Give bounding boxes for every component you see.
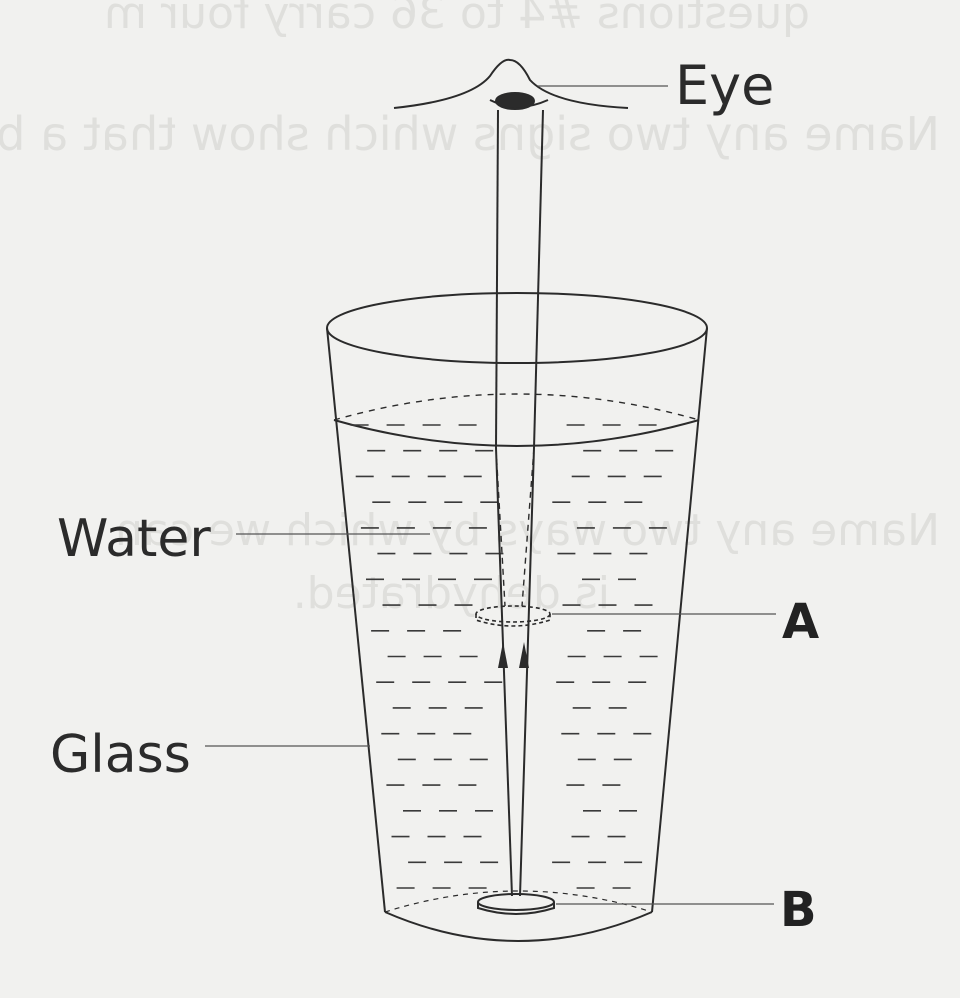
glass-base: [384, 911, 653, 942]
eye-upper-lid: [393, 58, 629, 109]
light-rays: [495, 109, 544, 897]
glass-left-wall: [326, 327, 386, 913]
water-surface-back: [333, 393, 700, 421]
bleed-line-1: questions #4 to 36 carry four m: [104, 0, 810, 39]
bleed-line-4: is dehydrated.: [293, 568, 610, 619]
eye-pupil: [495, 92, 535, 110]
water-surface: [333, 393, 700, 447]
ray-left-in-air: [495, 109, 499, 449]
virtual-ray-left: [495, 447, 506, 607]
glass: [326, 292, 708, 942]
label-a: A: [782, 594, 819, 650]
ray-left-in-water: [495, 447, 513, 897]
water-dashes: [350, 424, 674, 889]
virtual-rays: [495, 447, 535, 607]
arrow-right: [519, 642, 529, 668]
water-surface-front: [333, 419, 700, 447]
image-a-side: [475, 614, 551, 627]
image-a: [475, 605, 551, 627]
eye: [393, 58, 629, 110]
label-water: Water: [57, 509, 211, 569]
ray-right-in-water: [519, 447, 535, 897]
coin-b-top: [477, 893, 555, 911]
glass-right-wall: [651, 327, 708, 913]
arrow-left: [498, 642, 508, 668]
coin-b: [477, 893, 555, 915]
leader-lines: [205, 85, 776, 905]
label-glass: Glass: [50, 725, 191, 785]
virtual-ray-right: [521, 447, 535, 607]
coin-b-side: [477, 902, 555, 915]
bleed-line-2: Name any two signs which show that a bab…: [0, 107, 940, 161]
label-b: B: [780, 882, 817, 938]
ray-arrows: [498, 642, 529, 668]
label-eye: Eye: [675, 54, 774, 117]
ray-right-in-air: [533, 109, 544, 449]
glass-rim: [326, 292, 708, 364]
bleed-through-text: questions #4 to 36 carry four m Name any…: [0, 0, 940, 619]
